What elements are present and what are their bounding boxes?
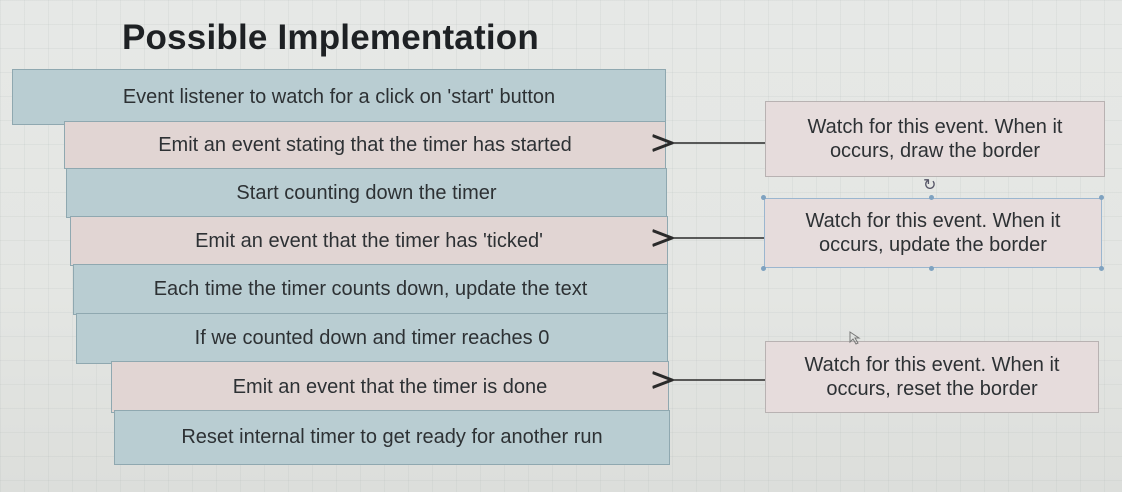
step-label: Event listener to watch for a click on '… [122, 85, 556, 108]
step-start-countdown: Start counting down the timer [66, 168, 667, 218]
selection-handle[interactable] [929, 195, 934, 200]
step-label: Each time the timer counts down, update … [153, 278, 588, 300]
step-check-zero: If we counted down and timer reaches 0 [76, 313, 668, 364]
step-update-text: Each time the timer counts down, update … [73, 264, 668, 315]
step-emit-ticked: Emit an event that the timer has 'ticked… [70, 216, 668, 266]
step-reset-timer: Reset internal timer to get ready for an… [114, 410, 670, 465]
step-emit-done: Emit an event that the timer is done [111, 361, 669, 413]
selection-handle[interactable] [1099, 195, 1104, 200]
selection-handle[interactable] [761, 195, 766, 200]
note-line: occurs, draw the border [829, 140, 1041, 162]
step-label: If we counted down and timer reaches 0 [194, 327, 550, 349]
step-label: Emit an event that the timer is done [232, 375, 548, 398]
step-event-listener: Event listener to watch for a click on '… [12, 69, 666, 125]
step-label: Start counting down the timer [236, 181, 497, 204]
note-line: occurs, reset the border [826, 378, 1038, 400]
note-line: occurs, update the border [819, 234, 1047, 256]
mouse-cursor-icon [849, 331, 861, 345]
note-reset-border: Watch for this event. When it occurs, re… [765, 341, 1099, 413]
selection-handle[interactable] [761, 266, 766, 271]
note-update-border[interactable]: Watch for this event. When it occurs, up… [764, 198, 1102, 268]
step-label: Reset internal timer to get ready for an… [181, 426, 603, 448]
slide-title: Possible Implementation [122, 18, 539, 57]
step-label: Emit an event stating that the timer has… [158, 133, 572, 156]
note-line: Watch for this event. When it [805, 210, 1061, 232]
selection-handle[interactable] [1099, 266, 1104, 271]
note-line: Watch for this event. When it [807, 116, 1063, 138]
selection-handle[interactable] [929, 266, 934, 271]
note-line: Watch for this event. When it [804, 354, 1060, 376]
step-label: Emit an event that the timer has 'ticked… [195, 229, 543, 252]
step-emit-started: Emit an event stating that the timer has… [64, 121, 666, 169]
rotate-handle-icon[interactable]: ↻ [923, 177, 937, 194]
note-draw-border: Watch for this event. When it occurs, dr… [765, 101, 1105, 177]
